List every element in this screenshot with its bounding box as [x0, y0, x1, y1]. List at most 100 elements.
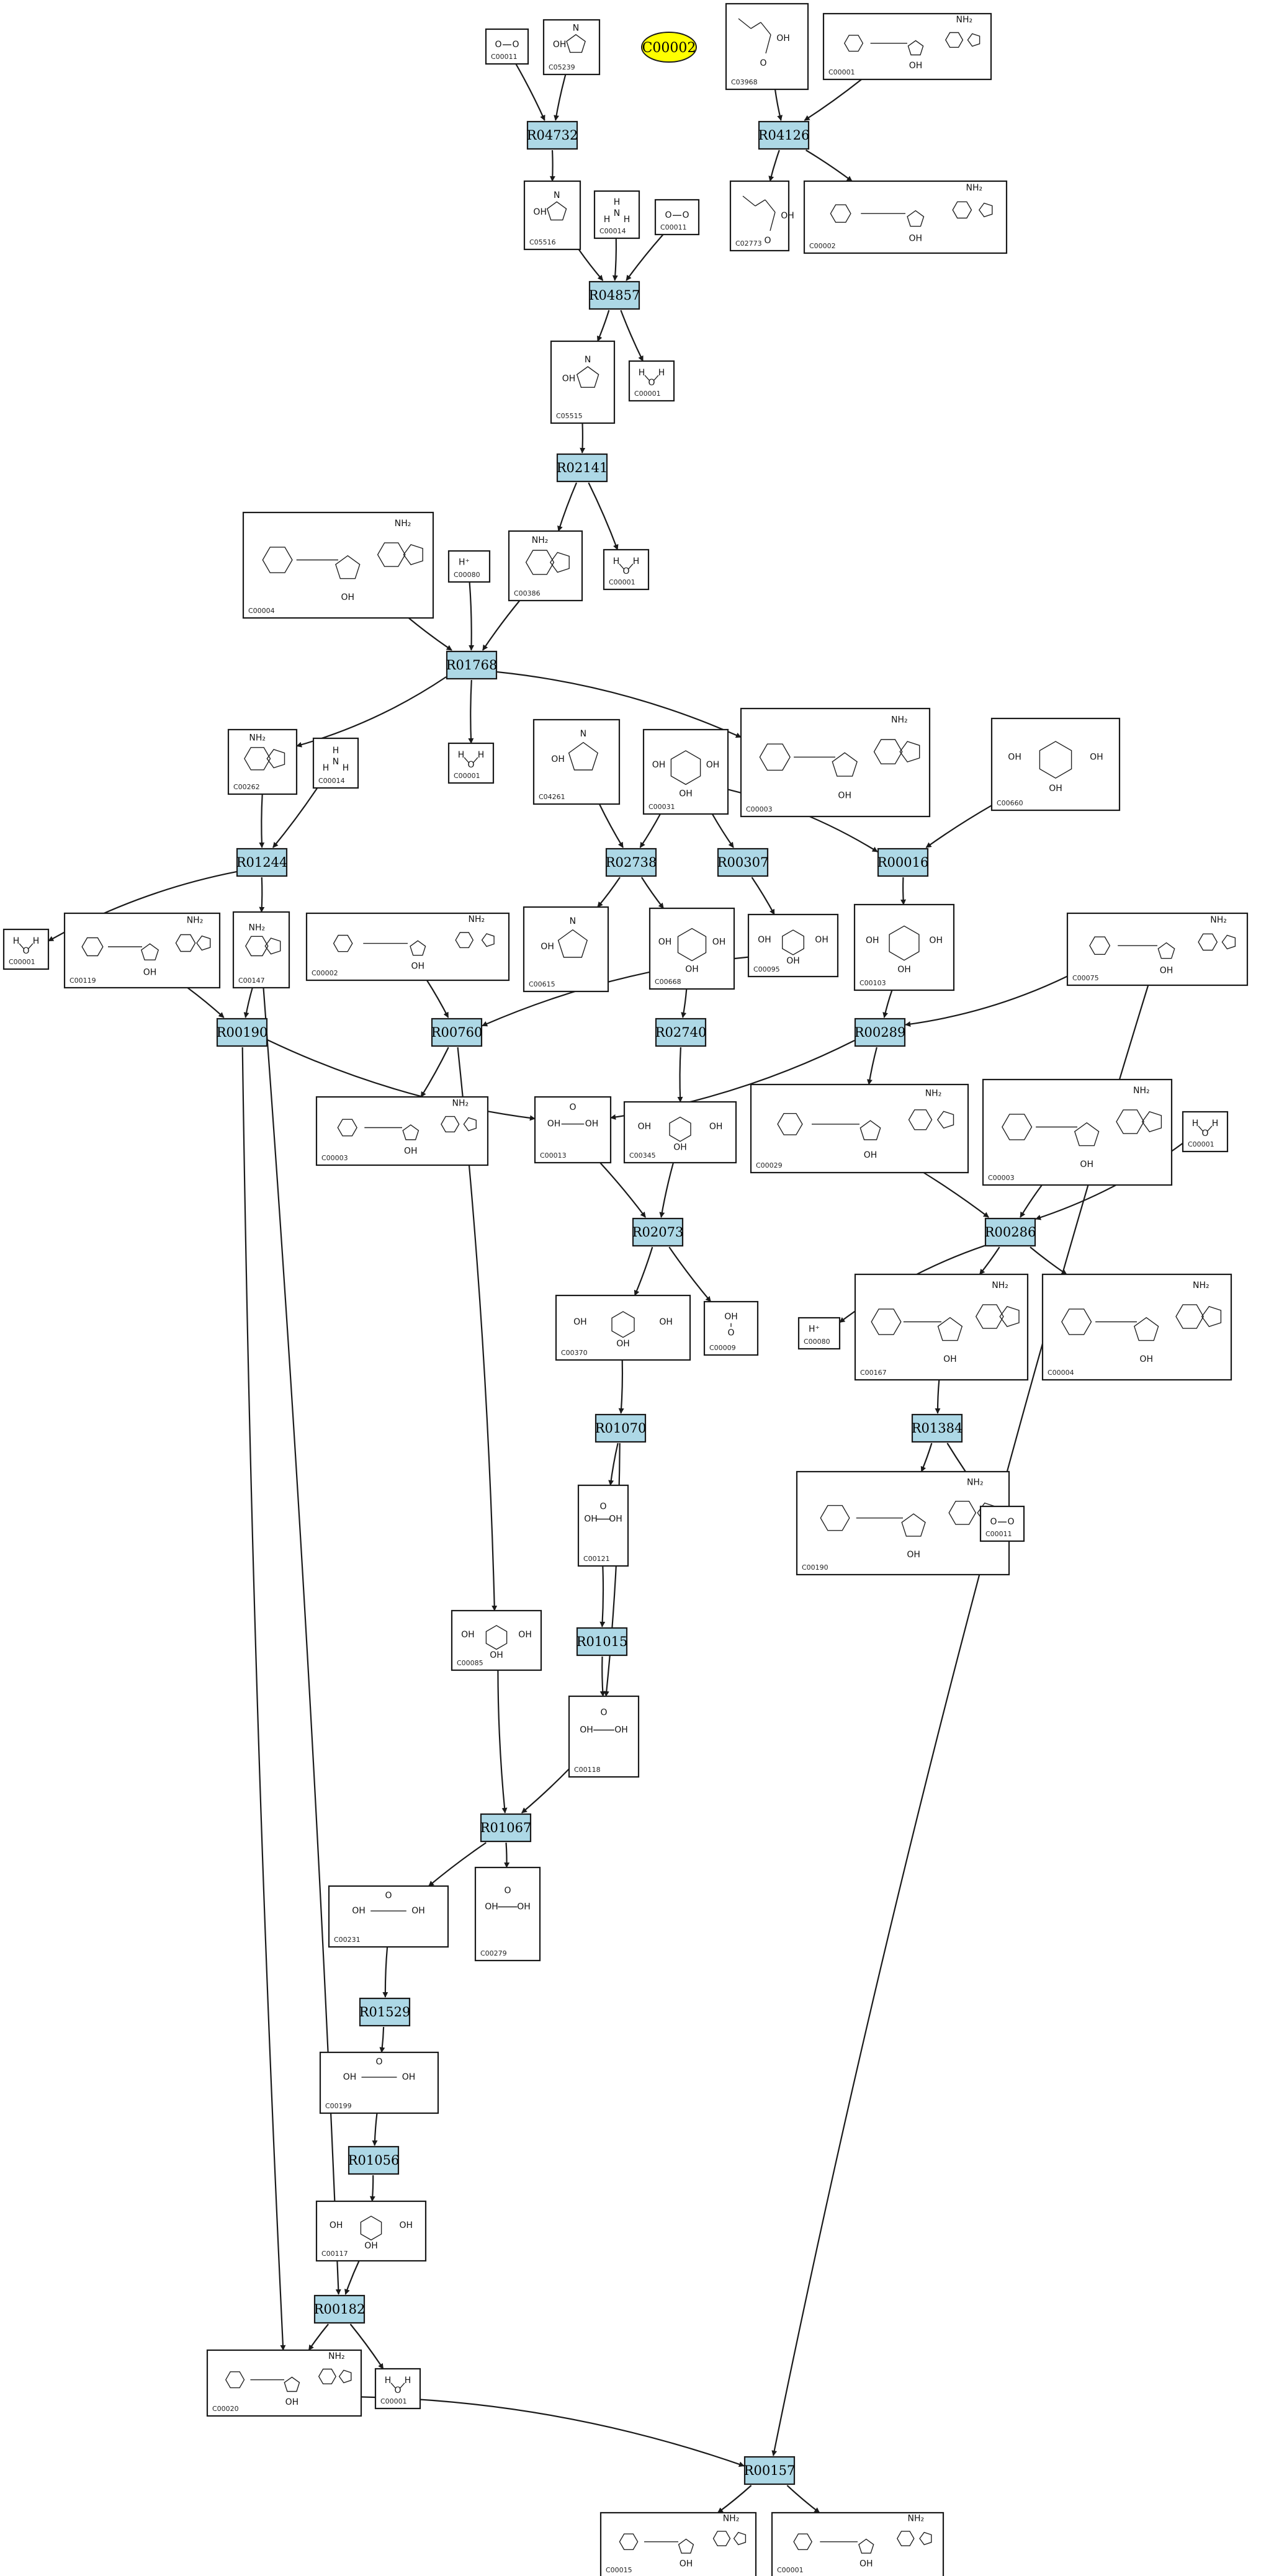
compound-id-label: C00279 — [480, 1949, 507, 1957]
reaction-r04857[interactable]: R04857 — [589, 280, 640, 310]
atom-label: OH — [143, 968, 157, 978]
compound-c080a[interactable]: H⁺C00080 — [447, 550, 491, 583]
compound-id-label: C02773 — [735, 239, 762, 248]
reaction-r04126[interactable]: R04126 — [758, 120, 810, 150]
edge-c00075-to-R00289 — [905, 975, 1068, 1027]
reaction-r01384[interactable]: R01384 — [912, 1413, 963, 1443]
reaction-r02141[interactable]: R02141 — [557, 453, 608, 483]
reaction-r01015[interactable]: R01015 — [577, 1627, 628, 1657]
reaction-r01768[interactable]: R01768 — [446, 650, 498, 680]
atom-label: H — [633, 557, 640, 566]
reaction-r02738[interactable]: R02738 — [606, 847, 657, 877]
highlight-compound-c00002[interactable]: C00002 — [641, 32, 697, 63]
reaction-r01056[interactable]: R01056 — [348, 2145, 400, 2175]
reaction-r02073[interactable]: R02073 — [632, 1217, 684, 1247]
reaction-r00016[interactable]: R00016 — [877, 847, 929, 877]
compound-box — [63, 912, 221, 989]
reaction-r01070[interactable]: R01070 — [595, 1413, 647, 1443]
atom-label: OH — [609, 1514, 622, 1524]
atom-label: OH — [658, 937, 672, 947]
edge-R02141-to-c00386 — [557, 482, 578, 532]
edge-c011b-to-R04857 — [626, 234, 664, 281]
reaction-r01244[interactable]: R01244 — [236, 847, 288, 877]
reaction-r01067[interactable]: R01067 — [480, 1813, 532, 1843]
edge-c00103-to-R00289 — [882, 990, 893, 1018]
reaction-r04732[interactable]: R04732 — [527, 120, 578, 150]
atom-label: H — [613, 557, 620, 566]
reaction-label: R01015 — [577, 1634, 628, 1649]
reaction-r01529[interactable]: R01529 — [359, 1997, 411, 2027]
compound-c080b[interactable]: H⁺C00080 — [797, 1317, 841, 1350]
reaction-r00157[interactable]: R00157 — [744, 2456, 796, 2485]
reaction-r00286[interactable]: R00286 — [985, 1217, 1036, 1247]
reaction-r00760[interactable]: R00760 — [431, 1017, 483, 1047]
compound-box — [508, 530, 583, 602]
reaction-r00289[interactable]: R00289 — [855, 1017, 906, 1047]
atom-label: H⁺ — [459, 558, 470, 568]
reaction-r00182[interactable]: R00182 — [314, 2294, 366, 2324]
reaction-r00307[interactable]: R00307 — [717, 847, 769, 877]
compound-id-label: C00660 — [997, 799, 1023, 807]
reaction-r00190[interactable]: R00190 — [217, 1017, 268, 1047]
atom-label: H — [1192, 1119, 1199, 1129]
compound-box — [822, 12, 992, 81]
atom-label: OH — [943, 1354, 957, 1364]
atom-label: OH — [584, 1514, 598, 1524]
edge-R04857-to-c001b — [620, 310, 644, 362]
reaction-r02740[interactable]: R02740 — [655, 1017, 707, 1047]
